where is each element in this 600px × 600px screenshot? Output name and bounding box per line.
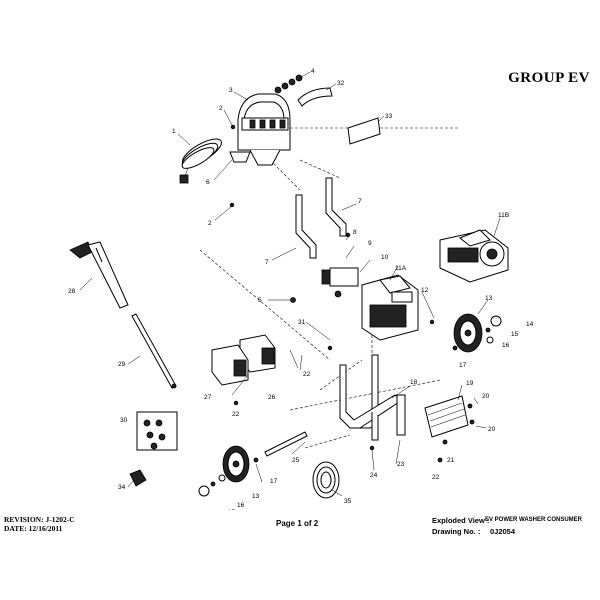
screw-31: [327, 345, 333, 351]
callout-22-left: 22: [232, 411, 240, 418]
handle-assembly: [237, 93, 291, 166]
fastener-5: [290, 297, 296, 303]
decal: [347, 117, 381, 145]
high-pressure-hose: [179, 138, 222, 184]
callout-15-left: 15: [228, 509, 236, 510]
callout-labels: 1 2 2 3 4 5 6 7 7 8 9 10 11A 11B 12 13 1…: [68, 68, 534, 510]
callout-13-left: 13: [252, 493, 260, 500]
callout-12: 12: [421, 287, 429, 294]
fastener-22-left: [233, 400, 239, 406]
engine-11b: [439, 229, 509, 283]
drawing-number-label: Drawing No. :: [432, 527, 481, 536]
fitting-34: [129, 469, 147, 487]
engine: [361, 274, 419, 341]
callout-20-lower: 20: [488, 426, 496, 433]
callout-leaders: [79, 71, 501, 497]
callout-26: 26: [268, 394, 276, 401]
exploded-view-drawing: 1 2 2 3 4 5 6 7 7 8 9 10 11A 11B 12 13 1…: [68, 68, 534, 510]
callout-6: 6: [206, 179, 210, 186]
wheel-right: [453, 313, 483, 353]
callout-9: 9: [368, 240, 372, 247]
callout-7-left: 7: [265, 259, 269, 266]
callout-27: 27: [204, 394, 212, 401]
callout-23: 23: [397, 461, 405, 468]
callout-35: 35: [344, 498, 352, 505]
callout-28: 28: [68, 288, 76, 295]
washer-14-right: [490, 315, 502, 327]
group-title: GROUP EV: [508, 70, 590, 86]
nozzle-set: [136, 411, 178, 451]
callout-5: 5: [258, 297, 262, 304]
fastener-22-right: [437, 457, 443, 463]
exploded-view-value: EV POWER WASHER CONSUMER: [485, 517, 583, 523]
callout-31: 31: [298, 319, 306, 326]
fastener-21: [442, 439, 448, 445]
callout-34: 34: [118, 484, 126, 491]
knobs: [274, 74, 303, 94]
drawing-number-value: 0J2054: [490, 527, 516, 536]
callout-2-lower: 2: [208, 220, 212, 227]
callout-24: 24: [370, 472, 378, 479]
date-label: DATE: 12/16/2011: [4, 524, 63, 533]
callout-32: 32: [337, 80, 345, 87]
callout-22-right: 22: [432, 474, 440, 481]
page-number: Page 1 of 2: [276, 519, 319, 528]
frame: [339, 354, 406, 441]
callout-21: 21: [447, 457, 455, 464]
callout-16-left: 16: [237, 502, 245, 509]
fastener-17-left: [253, 457, 259, 463]
hose-hook-clip: [297, 87, 333, 107]
callout-25: 25: [292, 457, 300, 464]
cap-16-right: [486, 336, 494, 344]
spray-lance: [131, 313, 177, 389]
hose-bracket: [229, 151, 251, 163]
exploded-view-label: Exploded View :: [432, 516, 490, 525]
callout-18: 18: [410, 379, 418, 386]
callout-7-right: 7: [358, 198, 362, 205]
callout-17-right: 17: [459, 362, 467, 369]
screw-2-top: [230, 124, 236, 130]
callout-29: 29: [118, 361, 126, 368]
tire: [312, 461, 340, 499]
callout-3: 3: [229, 87, 233, 94]
callout-17-left: 17: [270, 478, 278, 485]
callout-19: 19: [466, 380, 474, 387]
bumpers: [211, 334, 299, 396]
axle: [264, 431, 308, 457]
callout-20-top: 20: [482, 393, 490, 400]
callout-8: 8: [353, 229, 357, 236]
callout-33: 33: [385, 113, 393, 120]
callout-1: 1: [172, 128, 176, 135]
screw-2-lower: [229, 202, 235, 208]
screw-12: [429, 319, 435, 325]
pump: [321, 267, 359, 298]
callout-13-right: 13: [485, 295, 493, 302]
callout-10: 10: [381, 254, 389, 261]
callout-22-mid: 22: [303, 371, 311, 378]
callout-11b: 11B: [498, 212, 509, 219]
callout-15-right: 15: [511, 331, 519, 338]
fastener-24: [369, 445, 375, 451]
callout-16-right: 16: [502, 342, 510, 349]
fastener-17-right: [452, 345, 458, 351]
callout-11a: 11A: [395, 265, 407, 272]
panel-19: [424, 395, 475, 438]
washer-15-left: [210, 481, 216, 487]
callout-2-top: 2: [219, 105, 223, 112]
washer-14-left: [198, 485, 210, 497]
cap-16-left: [218, 474, 226, 482]
revision-label: REVISION: J-1202-C: [4, 515, 75, 524]
wheel-left: [222, 445, 250, 483]
handle-tubes: [295, 177, 347, 259]
callout-30: 30: [120, 417, 128, 424]
washer-15-right: [485, 327, 491, 333]
callout-4: 4: [311, 68, 315, 75]
callout-14-right: 14: [526, 321, 534, 328]
spray-gun: [69, 241, 129, 309]
